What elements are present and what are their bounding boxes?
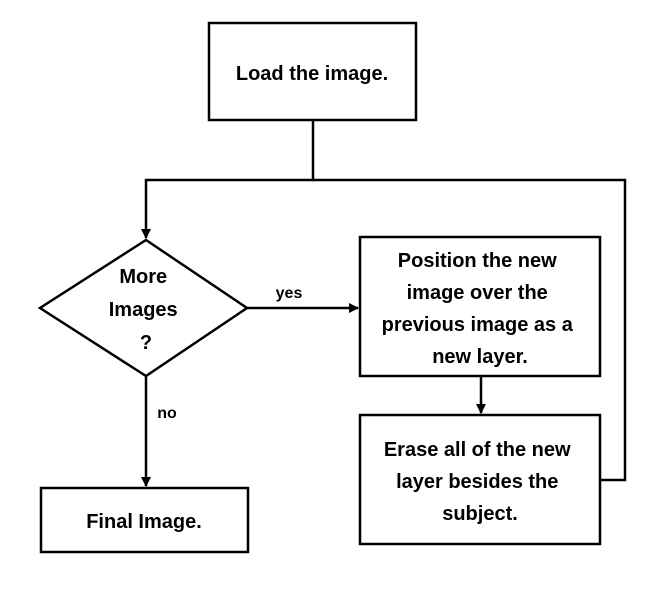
yes-label: yes: [276, 285, 303, 302]
node-final-line-1: Final Image.: [86, 511, 202, 533]
node-erase-line-3: subject.: [442, 503, 518, 525]
svg-text:Erase all of the new lay: Erase all of the new layer besides the s…: [384, 439, 576, 525]
node-position-new-image: Position the new image over the previous…: [358, 235, 602, 378]
svg-text:Final Image.: Final Image.: [86, 511, 202, 533]
node-decision-line-3: ?: [140, 332, 152, 354]
edge-erase-loopback: [313, 178, 627, 482]
svg-text:More Images ?: More Images ?: [109, 266, 184, 354]
node-erase-line-2: layer besides the: [396, 471, 558, 493]
no-label: no: [157, 405, 177, 422]
connectors: [141, 120, 627, 487]
node-final-image: Final Image.: [39, 486, 250, 554]
svg-text:Position the new image o: Position the new image over the previous…: [382, 250, 579, 368]
node-load-image: Load the image.: [207, 21, 418, 122]
node-decision-more-images: More Images ?: [37, 238, 250, 378]
node-position-line-4: new layer.: [432, 346, 528, 368]
node-decision-line-2: Images: [109, 299, 178, 321]
node-position-line-2: image over the: [407, 282, 548, 304]
node-erase-line-1: Erase all of the new: [384, 439, 571, 461]
svg-text:Load the image.: Load the image.: [236, 63, 388, 85]
node-position-line-1: Position the new: [398, 250, 557, 272]
node-erase-layer: Erase all of the new layer besides the s…: [358, 413, 602, 546]
node-load-line-1: Load the image.: [236, 63, 388, 85]
node-position-line-3: previous image as a: [382, 314, 574, 336]
edge-load-to-decision: [141, 120, 315, 239]
node-decision-line-1: More: [119, 266, 167, 288]
